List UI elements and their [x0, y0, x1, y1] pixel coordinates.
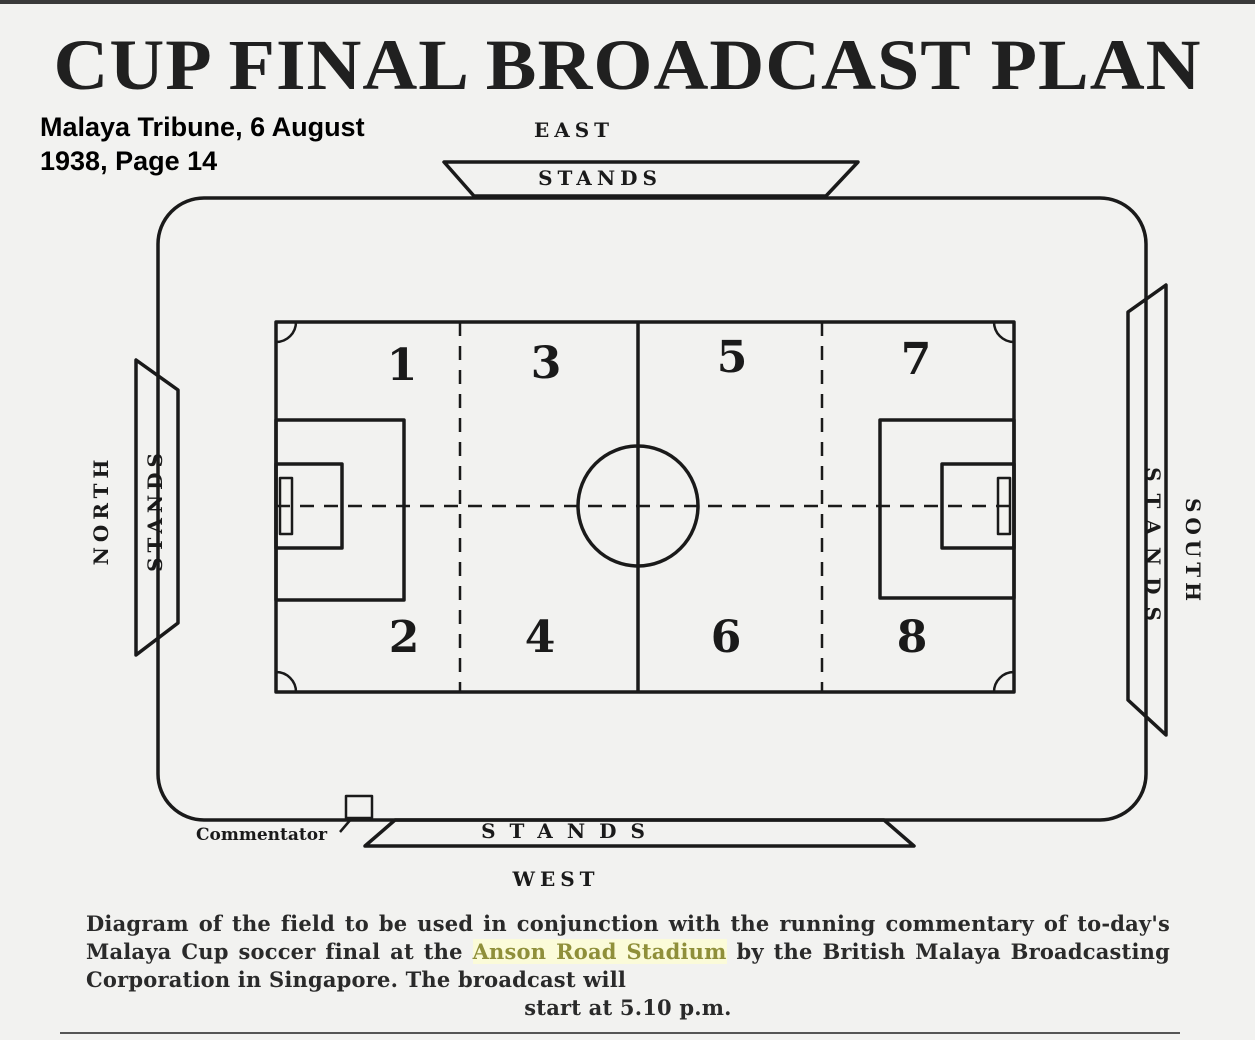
left-penalty-area: [274, 418, 406, 602]
corner-arc-bottom-left: [275, 670, 298, 693]
zone-number: 3: [531, 338, 562, 389]
citation-line-2: 1938, Page 14: [40, 146, 218, 176]
corner-arc-bottom-right: [992, 670, 1015, 693]
caption-part-3: start at 5.10 p.m.: [524, 995, 732, 1020]
zone-number: 1: [387, 340, 418, 391]
right-goal: [996, 476, 1012, 536]
citation: Malaya Tribune, 6 August 1938, Page 14: [40, 110, 420, 178]
zone-number: 2: [389, 612, 420, 663]
zone-number: 4: [525, 612, 556, 663]
south-stands-shape: [1126, 283, 1168, 737]
caption: Diagram of the field to be used in conju…: [86, 910, 1170, 1022]
commentator-label: Commentator: [196, 825, 328, 845]
corner-arc-top-left: [275, 321, 298, 344]
caption-part-1: Diagram of the field to be used in conju…: [86, 911, 1170, 964]
left-goal-area: [274, 462, 344, 550]
south-label: SOUTH: [1181, 498, 1205, 606]
zone-number: 6: [711, 612, 742, 663]
north-stands-shape: [134, 358, 180, 657]
commentator-box: [344, 794, 374, 820]
west-label: WEST: [511, 867, 599, 891]
headline: CUP FINAL BROADCAST PLAN: [53, 25, 1202, 105]
west-stands-shape: [363, 818, 916, 848]
right-goal-area: [940, 462, 1016, 550]
commentator-pointer: [339, 817, 353, 833]
zone-number: 7: [901, 334, 932, 385]
right-penalty-area: [878, 418, 1016, 600]
bottom-rule: [60, 1032, 1180, 1034]
east-stands-label: STANDS: [538, 166, 662, 190]
caption-highlight: Anson Road Stadium: [472, 939, 727, 964]
caption-part-2: by the British Malaya Broadcasting Corpo…: [86, 939, 1170, 992]
east-label: EAST: [534, 118, 614, 142]
north-stands-label: STANDS: [143, 448, 167, 572]
citation-line-1: Malaya Tribune, 6 August: [40, 112, 365, 142]
zone-number: 5: [717, 332, 748, 383]
north-label: NORTH: [89, 455, 113, 566]
east-stands-shape: [442, 160, 860, 198]
south-stands-label: STANDS: [1141, 467, 1165, 633]
centre-circle: [576, 444, 700, 568]
corner-arc-top-right: [992, 321, 1015, 344]
zone-number: 8: [897, 612, 928, 663]
left-goal: [278, 476, 294, 536]
west-stands-label: STANDS: [481, 819, 659, 843]
top-rule: [0, 0, 1255, 4]
